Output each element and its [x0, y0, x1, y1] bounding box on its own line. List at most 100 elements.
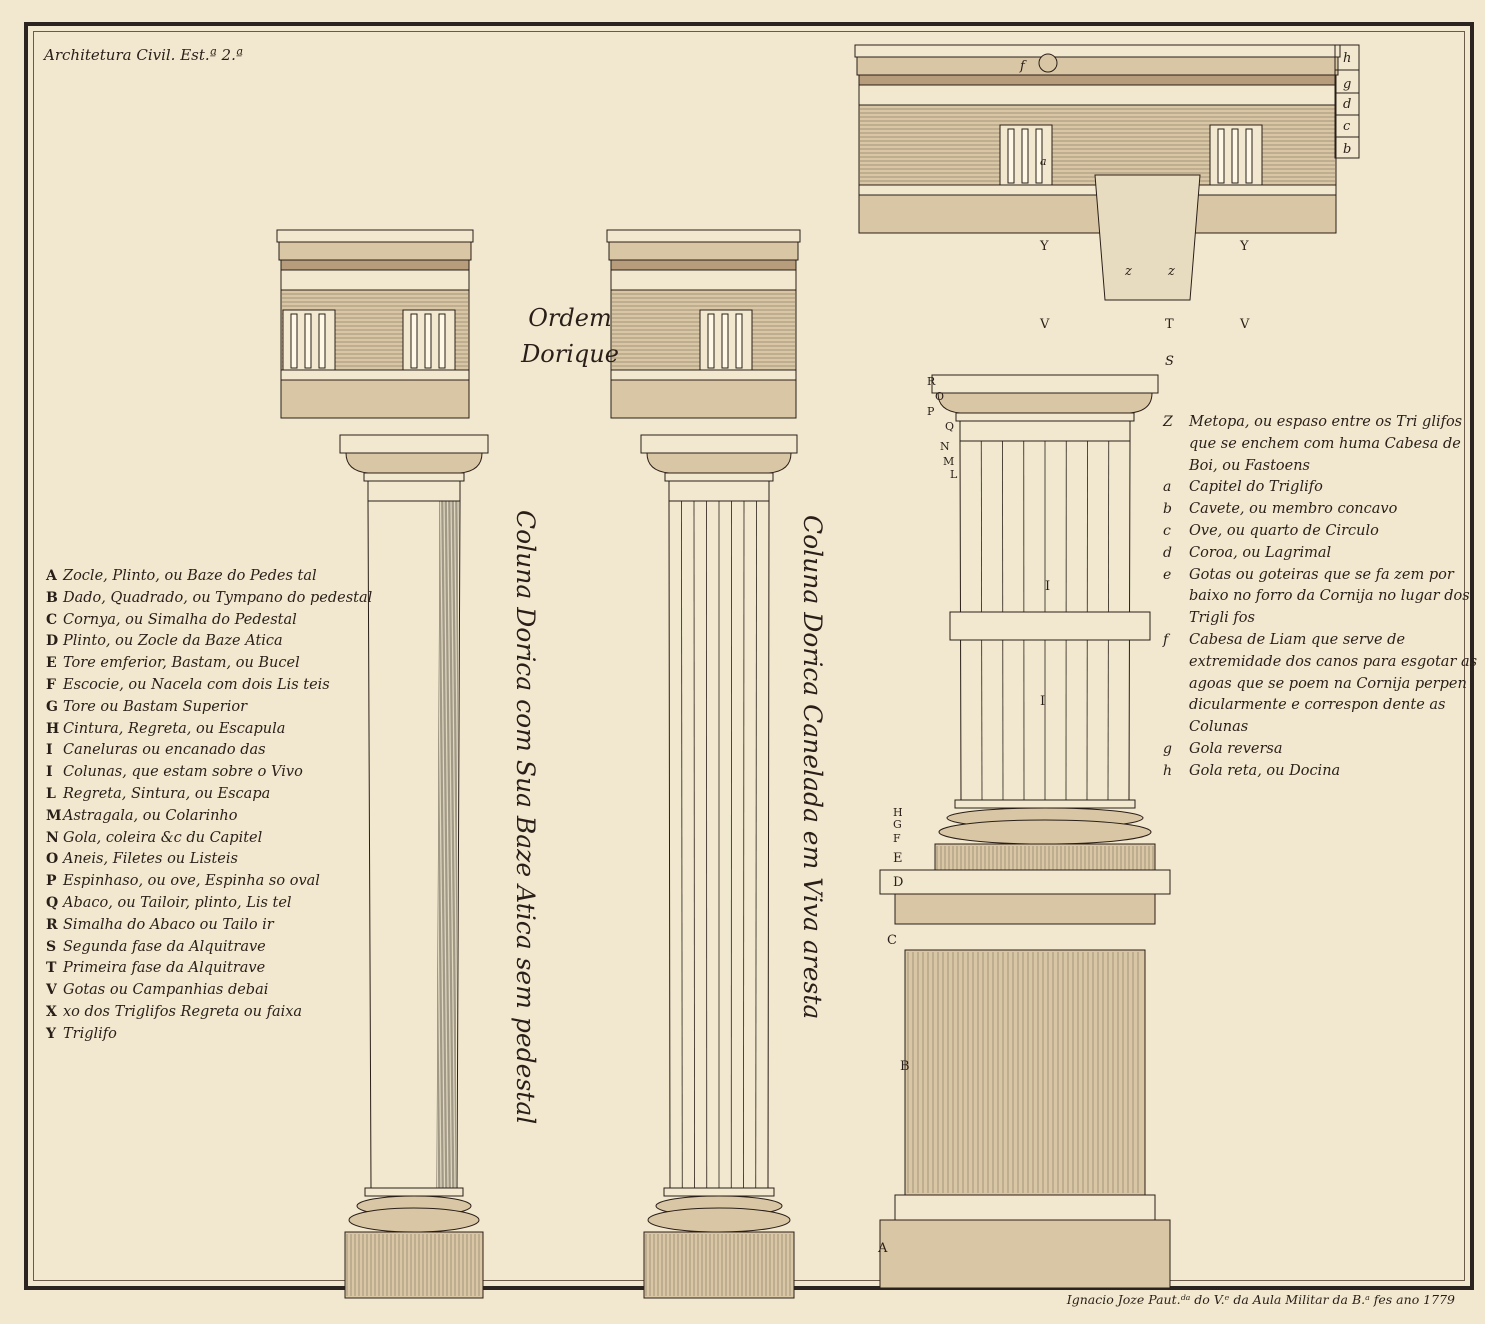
column1-caption: Coluna Dorica com Sua Baze Atica sem ped… [511, 510, 540, 1125]
label-b-ped: B [900, 1059, 910, 1074]
col1-shade [447, 500, 452, 1189]
legend-text: xo dos Triglifos Regreta ou faixa [63, 1003, 303, 1020]
legend-text: Espinhaso, ou ove, Espinha so oval [63, 873, 320, 890]
legend-text: Primeira fase da Alquitrave [63, 960, 266, 977]
detail-triglyph-glyph [1245, 128, 1253, 184]
label-g: g [1343, 77, 1351, 92]
label-b: b [1343, 142, 1351, 157]
col2-cornice-bed [610, 269, 797, 291]
legend-text: Ove, ou quarto de Circulo [1189, 522, 1379, 539]
col1-shade [439, 500, 443, 1189]
col2-plinth [643, 1231, 795, 1299]
col1-triglyph-glyph [410, 313, 418, 369]
legend-text: Escocie, ou Nacela com dois Lis teis [63, 676, 330, 693]
col1-shade [454, 500, 459, 1189]
legend-text: Gola reversa [1189, 740, 1283, 757]
label-m: M [943, 455, 954, 468]
legend-text: Aneis, Filetes ou Listeis [63, 851, 238, 868]
label-h-base: H [893, 806, 903, 819]
legend-key: O [46, 851, 59, 868]
lion-head [1038, 53, 1058, 73]
col1-triglyph-glyph [290, 313, 298, 369]
label-l: L [950, 468, 958, 481]
detail-triglyph-glyph [1007, 128, 1015, 184]
label-n: N [940, 440, 950, 453]
col1-triglyph-glyph [438, 313, 446, 369]
column2-caption: Coluna Dorica Canelada em Viva aresta [798, 515, 827, 1020]
label-z2: z [1167, 264, 1175, 279]
detail-triglyph-glyph [1217, 128, 1225, 184]
legend-key: c [1163, 522, 1171, 539]
label-box [1334, 136, 1360, 159]
legend-text: Cornya, ou Simalha do Pedestal [63, 611, 297, 628]
label-e-base: E [893, 851, 903, 866]
legend-key: b [1163, 501, 1172, 518]
label-c: c [1343, 119, 1351, 134]
detail-triglyph-glyph [1035, 128, 1043, 184]
legend-key: A [46, 568, 57, 584]
col1-cornice-cymatium [276, 229, 474, 243]
legend-text: Astragala, ou Colarinho [63, 807, 238, 824]
legend-key: h [1163, 762, 1173, 779]
legend-key: I [46, 742, 53, 759]
col2-triglyph-glyph [735, 313, 743, 369]
legend-key: T [46, 960, 57, 977]
col2-triglyph-glyph [721, 313, 729, 369]
legend-key: d [1163, 544, 1172, 561]
legend-key: H [46, 720, 60, 737]
legend-text: Tore ou Bastam Superior [63, 698, 248, 715]
legend-text: Capitel do Triglifo [1189, 479, 1323, 496]
legend-text: Simalha do Abaco ou Tailo ir [63, 916, 274, 933]
legend-text: Triglifo [63, 1025, 117, 1042]
col2-flute [681, 500, 683, 1189]
col1-annulets [363, 472, 465, 482]
col2-torus-lower [647, 1207, 791, 1233]
legend-item: c Ove, ou quarto de Circulo [1163, 521, 1483, 543]
legend-key: B [46, 589, 58, 606]
legend-text: Caneluras ou encanado das [63, 742, 266, 759]
label-f-base: F [893, 832, 901, 845]
label-f: f [1019, 59, 1027, 74]
legend-text: Tore emferior, Bastam, ou Bucel [63, 655, 300, 672]
col1-cornice-corona [278, 241, 472, 261]
label-h: h [1343, 51, 1351, 66]
legend-text: Cabesa de Liam que serve de extremidade … [1189, 631, 1478, 736]
pedestal-base-moulding [894, 1194, 1156, 1221]
legend-item: I Caneluras ou encanado das [46, 740, 376, 762]
legend-key: R [46, 916, 58, 933]
legend-key: E [46, 655, 57, 672]
col1-fillet [364, 1187, 464, 1197]
pedestal-cornice-cyma [894, 893, 1156, 925]
label-t: T [1165, 317, 1174, 332]
legend-key: D [46, 633, 59, 650]
col1-shade [446, 500, 450, 1189]
detail-col-abacus [931, 374, 1159, 394]
legend-text: Plinto, ou Zocle da Baze Atica [63, 633, 283, 650]
legend-key: e [1163, 566, 1172, 583]
col1-shade [438, 500, 442, 1189]
order-title: Ordem Dorique [505, 300, 635, 372]
detail-cornice-cymatium [854, 44, 1341, 58]
label-q: Q [945, 420, 954, 433]
label-i1: I [1045, 579, 1050, 594]
label-p: P [927, 405, 935, 418]
col1-architrave [280, 379, 470, 419]
legend-key: Y [46, 1025, 56, 1042]
col2-cornice-soffit [610, 259, 797, 271]
label-d: d [1343, 97, 1351, 112]
label-y2: Y [1239, 239, 1249, 254]
legend-key: I [46, 764, 53, 781]
label-y1: Y [1039, 239, 1049, 254]
legend-key: N [46, 829, 59, 846]
